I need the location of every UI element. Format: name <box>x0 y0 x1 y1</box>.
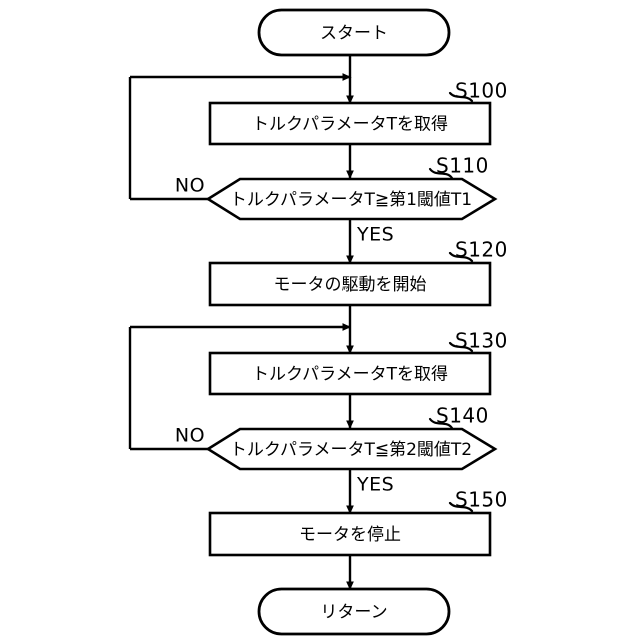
branch-label-s110-yes: YES <box>356 224 394 246</box>
leader-line-s100 <box>448 91 474 103</box>
node-s130-label: トルクパラメータTを取得 <box>252 365 448 385</box>
node-s100: トルクパラメータTを取得 S100 <box>208 79 508 146</box>
leader-line-s120 <box>448 251 474 263</box>
step-label-s130: S130 <box>455 329 508 353</box>
node-s120: モータの駆動を開始 S120 <box>208 238 508 307</box>
terminal-return: リターン <box>257 587 451 636</box>
terminal-start-label: スタート <box>320 24 388 44</box>
node-s150: モータを停止 S150 <box>208 488 508 557</box>
terminal-start-shape <box>257 8 451 57</box>
step-label-s100: S100 <box>455 79 508 103</box>
leader-line-s110 <box>428 167 454 180</box>
loop-connector-1 <box>128 73 352 201</box>
branch-label-s140-yes: YES <box>356 474 394 496</box>
terminal-start: スタート <box>257 8 451 57</box>
node-s120-label: モータの駆動を開始 <box>274 275 427 295</box>
branch-label-s140-no: NO <box>175 425 205 447</box>
step-label-s140: S140 <box>436 404 489 428</box>
node-s140: トルクパラメータT≦第2閾値T2 S140 NO YES <box>175 404 498 496</box>
branch-label-s110-no: NO <box>175 175 205 197</box>
step-label-s120: S120 <box>455 238 508 262</box>
node-s110: トルクパラメータT≧第1閾値T1 S110 NO YES <box>175 154 498 246</box>
step-label-s110: S110 <box>436 154 489 178</box>
node-s110-label: トルクパラメータT≧第1閾値T1 <box>230 190 472 210</box>
node-s100-label: トルクパラメータTを取得 <box>252 115 448 135</box>
leader-line-s130 <box>448 341 474 353</box>
node-s140-shape <box>205 427 498 471</box>
terminal-return-shape <box>257 587 451 636</box>
loop-connector-2 <box>128 323 352 451</box>
step-label-s150: S150 <box>455 488 508 512</box>
node-s130: トルクパラメータTを取得 S130 <box>208 329 508 396</box>
node-s140-label: トルクパラメータT≦第2閾値T2 <box>230 440 472 460</box>
node-s150-label: モータを停止 <box>299 525 401 545</box>
node-s110-shape <box>205 177 498 221</box>
leader-line-s140 <box>428 417 454 430</box>
terminal-return-label: リターン <box>320 603 387 623</box>
leader-line-s150 <box>448 501 474 513</box>
node-s100-shape <box>208 101 492 146</box>
